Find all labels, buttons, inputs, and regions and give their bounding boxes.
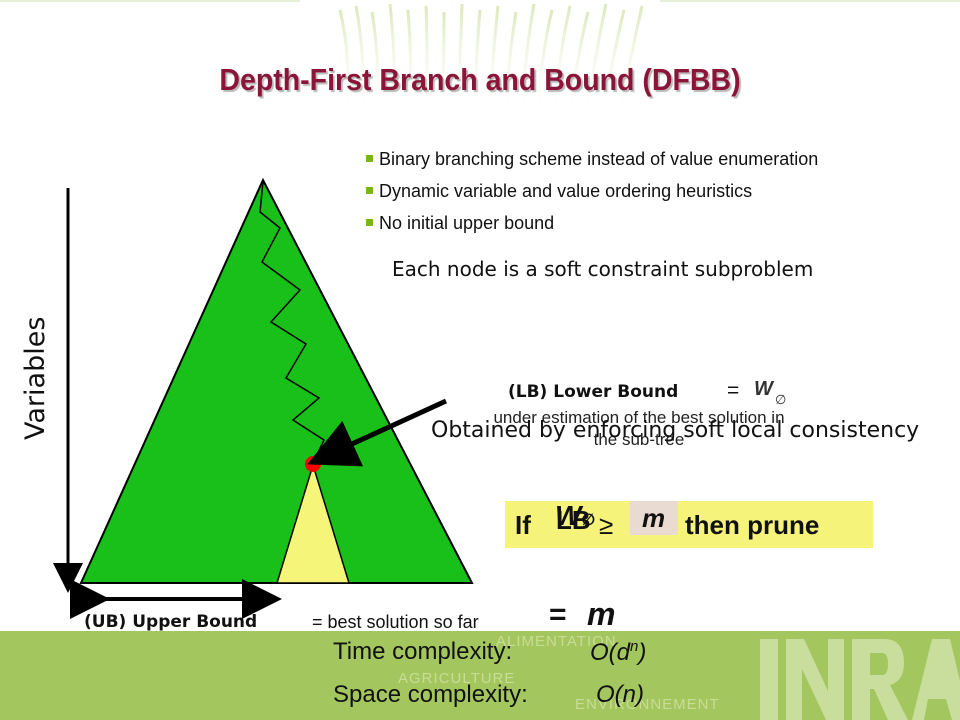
- bullet-square-icon: [366, 187, 373, 194]
- prune-if: If: [515, 510, 531, 540]
- upper-bound-label: (UB) Upper Bound: [84, 612, 258, 632]
- subtree-triangle: [275, 462, 351, 584]
- footer-ghost-text: AGRICULTURE: [398, 670, 516, 687]
- bullet-item: Binary branching scheme instead of value…: [366, 146, 818, 178]
- bullet-text: Binary branching scheme instead of value…: [379, 149, 819, 169]
- node-note: Each node is a soft constraint subproble…: [392, 257, 814, 281]
- upper-bound-equals: =: [549, 598, 567, 631]
- lower-bound-w-symbol: W: [754, 378, 773, 400]
- lower-bound-equals: =: [727, 379, 740, 402]
- bullet-item: No initial upper bound: [366, 210, 818, 242]
- prune-w: W: [555, 500, 582, 531]
- search-tree-triangle: [79, 177, 474, 584]
- node-pointer-arrow: [307, 398, 448, 467]
- bullet-text: No initial upper bound: [379, 213, 555, 233]
- slide-title: Depth-First Branch and Bound (DFBB): [219, 62, 741, 97]
- prune-m: m: [642, 503, 666, 533]
- time-expr-close: ): [638, 639, 647, 666]
- prune-m-highlight: [630, 501, 678, 535]
- variables-axis-label: Variables: [20, 316, 51, 440]
- lower-bound-label: (LB) Lower Bound: [508, 382, 679, 402]
- prune-w-symbol: W∅: [555, 500, 595, 532]
- footer-ghost-text: ENVIRONNEMENT: [575, 696, 720, 713]
- upper-bound-m: m: [587, 596, 616, 632]
- space-complexity-expression: O(n): [596, 681, 644, 708]
- lower-bound-description: under estimation of the best solution in…: [493, 408, 785, 449]
- prune-w-subscript: ∅: [581, 512, 596, 529]
- time-expr-base: O(d: [590, 639, 631, 666]
- header-decoration: [0, 0, 960, 121]
- prune-lb: LB: [556, 505, 591, 535]
- soft-local-consistency-note: Obtained by enforcing soft local consist…: [431, 418, 920, 443]
- lower-bound-w-subscript: ∅: [775, 392, 787, 407]
- space-complexity-label: Space complexity:: [333, 681, 528, 708]
- upper-bound-description: = best solution so far: [312, 612, 479, 632]
- bullet-square-icon: [366, 155, 373, 162]
- footer-ghost-text: ALIMENTATION: [496, 633, 617, 650]
- time-complexity-expression: O(dn): [590, 638, 646, 667]
- bullet-square-icon: [366, 219, 373, 226]
- current-node-dot: [305, 456, 321, 472]
- search-path-zigzag: [259, 181, 325, 464]
- bullet-list: Binary branching scheme instead of value…: [366, 146, 818, 242]
- time-expr-exponent: n: [630, 638, 639, 655]
- inra-logo: [760, 639, 960, 720]
- prune-rule-box: [505, 501, 873, 548]
- time-complexity-label: Time complexity:: [333, 638, 513, 665]
- prune-geq: ≥: [599, 510, 614, 540]
- bullet-text: Dynamic variable and value ordering heur…: [379, 181, 753, 201]
- bullet-item: Dynamic variable and value ordering heur…: [366, 178, 818, 210]
- prune-then: then prune: [685, 510, 820, 540]
